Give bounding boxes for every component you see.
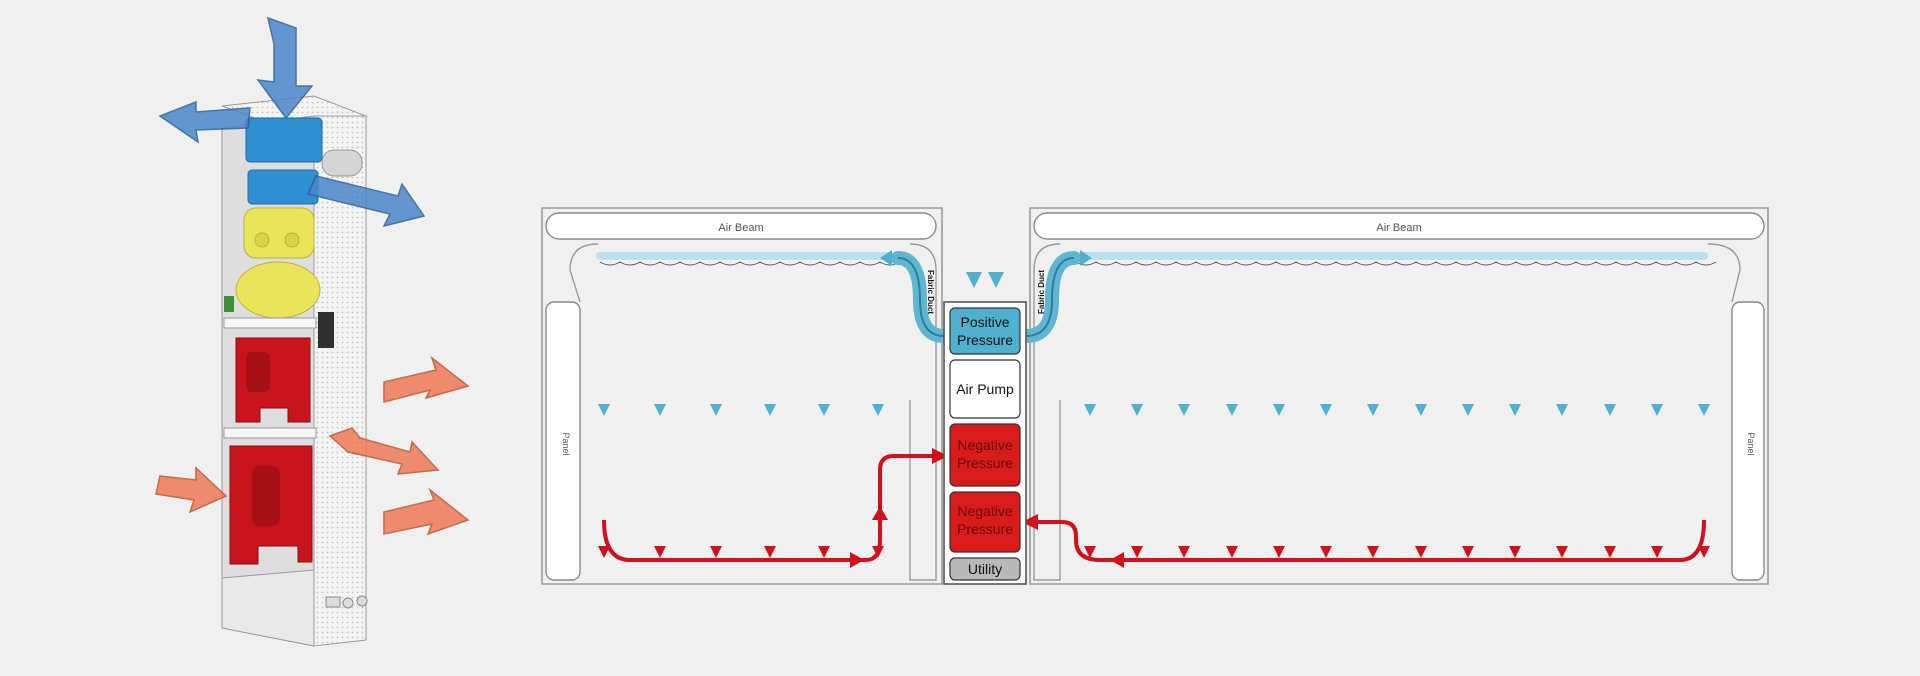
panel-left [545,301,581,581]
air-beam-left-label: Air Beam [718,222,763,234]
fabric-duct-elbow-right [1019,251,1081,343]
airflow-schematic: Air Beam Air Beam Panel Panel Fabric Duc… [541,150,1769,585]
intake-arrow-top [256,16,314,120]
right-tent-wall [1707,243,1741,303]
return-lines-right [1084,440,1710,558]
positive-pressure-line2: Pressure [957,332,1013,348]
panel-right-label: Panel [1746,432,1756,455]
fabric-duct-right-scallop [1075,261,1717,266]
exhaust-arrow-bottom [383,487,470,536]
left-center-wall [909,243,937,581]
exhaust-arrow-middle [328,427,440,475]
incoming-air-lines [966,150,1004,288]
utility-block [949,557,1021,581]
air-beam-right-label: Air Beam [1376,222,1421,234]
negative-pressure-block-2 [949,491,1021,553]
left-structure-outline [541,207,943,585]
return-header-left [602,448,948,562]
intake-arrow-right [306,175,426,228]
compressor-component [243,207,315,259]
supply-drops-right [1084,262,1710,416]
exhaust-arrows [155,355,470,536]
supply-drops-left [598,262,884,416]
negative-pressure-block-1 [949,423,1021,487]
intake-arrows [158,16,426,228]
air-pump-label: Air Pump [956,381,1014,397]
exhaust-arrow-top [383,355,470,403]
exhaust-arrow-left [155,466,228,514]
return-lines-left [598,440,884,558]
air-pump-block [949,359,1021,419]
panel-left-label: Panel [561,432,571,455]
positive-pressure-line1: Positive [960,314,1009,330]
panel-right [1731,301,1765,581]
return-header-right [1022,514,1706,562]
fabric-duct-left-scallop [599,261,901,266]
intake-arrow-left [158,100,251,144]
right-structure-outline [1029,207,1769,585]
equipment-column: Positive Pressure Air Pump Negative Pres… [943,301,1027,585]
positive-pressure-block [949,307,1021,355]
unit-base [221,569,315,647]
unit-shelf-lower [223,427,317,439]
air-beam-left [545,212,937,240]
unit-vent-grille [321,149,363,177]
negative-pressure-2-line2: Pressure [957,521,1013,537]
fan-component-lower [247,169,319,205]
negative-pressure-1-line2: Pressure [957,455,1013,471]
fabric-duct-right-label: Fabric Duct [1037,270,1046,314]
air-beam-right [1033,212,1765,240]
negative-pressure-2-line1: Negative [957,503,1012,519]
unit-cutaway-illustration [155,16,470,647]
fabric-duct-left-label: Fabric Duct [926,270,935,314]
utility-label: Utility [968,561,1002,577]
negative-pressure-1-line1: Negative [957,437,1012,453]
left-tent-wall [569,243,599,303]
compressor-tank [235,261,321,319]
unit-shelf [223,317,317,329]
fabric-duct-elbow-left [891,251,951,343]
fan-component [245,117,323,163]
